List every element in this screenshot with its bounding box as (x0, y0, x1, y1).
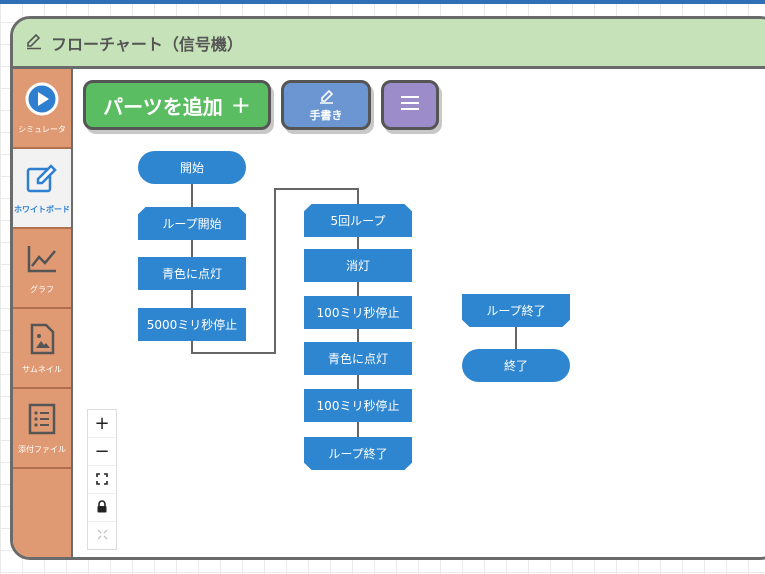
zoom-out-button[interactable]: − (88, 438, 116, 466)
sidebar-item-label: ホワイトボード (14, 204, 70, 214)
flow-node-end[interactable]: 終了 (462, 349, 570, 382)
flowchart-window: フローチャート（信号機） シミュレータ ホワイトボード (10, 16, 765, 560)
sidebar-item-graph[interactable]: グラフ (13, 229, 71, 309)
flow-node-loop-end[interactable]: ループ終了 (462, 294, 570, 327)
line-chart-icon (25, 242, 59, 280)
sidebar-item-label: シミュレータ (18, 124, 66, 134)
zoom-controls: + − (87, 409, 117, 550)
sidebar-item-thumbnail[interactable]: サムネイル (13, 309, 71, 389)
sidebar-item-whiteboard[interactable]: ホワイトボード (13, 149, 71, 229)
flow-node-loop-5-end[interactable]: ループ終了 (304, 437, 412, 470)
top-accent-bar (0, 0, 765, 4)
flow-node-start[interactable]: 開始 (138, 151, 246, 184)
sidebar-item-simulator[interactable]: シミュレータ (13, 69, 71, 149)
list-file-icon (25, 402, 59, 440)
play-circle-icon (25, 82, 59, 120)
shrink-button[interactable] (88, 522, 116, 549)
pencil-icon (316, 88, 336, 107)
sidebar-item-label: サムネイル (22, 364, 62, 374)
flow-node-blue-on[interactable]: 青色に点灯 (138, 257, 246, 290)
plus-icon: + (230, 91, 251, 119)
flow-node-wait-100-a[interactable]: 100ミリ秒停止 (304, 296, 412, 329)
zoom-in-button[interactable]: + (88, 410, 116, 438)
flow-node-wait-5000[interactable]: 5000ミリ秒停止 (138, 308, 246, 341)
window-title: フローチャート（信号機） (51, 34, 243, 54)
handwrite-label: 手書き (309, 108, 343, 122)
fit-view-icon (96, 469, 108, 490)
flow-node-loop-start[interactable]: ループ開始 (138, 207, 246, 240)
add-parts-label: パーツを追加 (103, 94, 223, 119)
flow-node-light-off[interactable]: 消灯 (304, 249, 412, 282)
fit-view-button[interactable] (88, 466, 116, 494)
sidebar-item-label: 添付ファイル (18, 444, 66, 454)
edit-icon (25, 162, 59, 200)
flow-node-wait-100-b[interactable]: 100ミリ秒停止 (304, 389, 412, 422)
whiteboard-canvas[interactable]: パーツを追加 + 手書き (73, 69, 765, 557)
sidebar-item-attachments[interactable]: 添付ファイル (13, 389, 71, 469)
sidebar-item-label: グラフ (30, 284, 54, 294)
hamburger-menu-icon (399, 94, 421, 116)
handwrite-button[interactable]: 手書き (281, 80, 371, 130)
title-bar: フローチャート（信号機） (13, 19, 765, 69)
image-file-icon (25, 322, 59, 360)
flow-node-loop-5[interactable]: 5回ループ (304, 204, 412, 237)
menu-button[interactable] (381, 80, 439, 130)
sidebar: シミュレータ ホワイトボード グラフ (13, 69, 73, 557)
add-parts-button[interactable]: パーツを追加 + (83, 80, 271, 130)
lock-button[interactable] (88, 494, 116, 522)
lock-icon (96, 497, 108, 518)
pencil-icon[interactable] (25, 32, 43, 54)
shrink-icon (97, 529, 108, 543)
flow-node-blue-on-2[interactable]: 青色に点灯 (304, 342, 412, 375)
